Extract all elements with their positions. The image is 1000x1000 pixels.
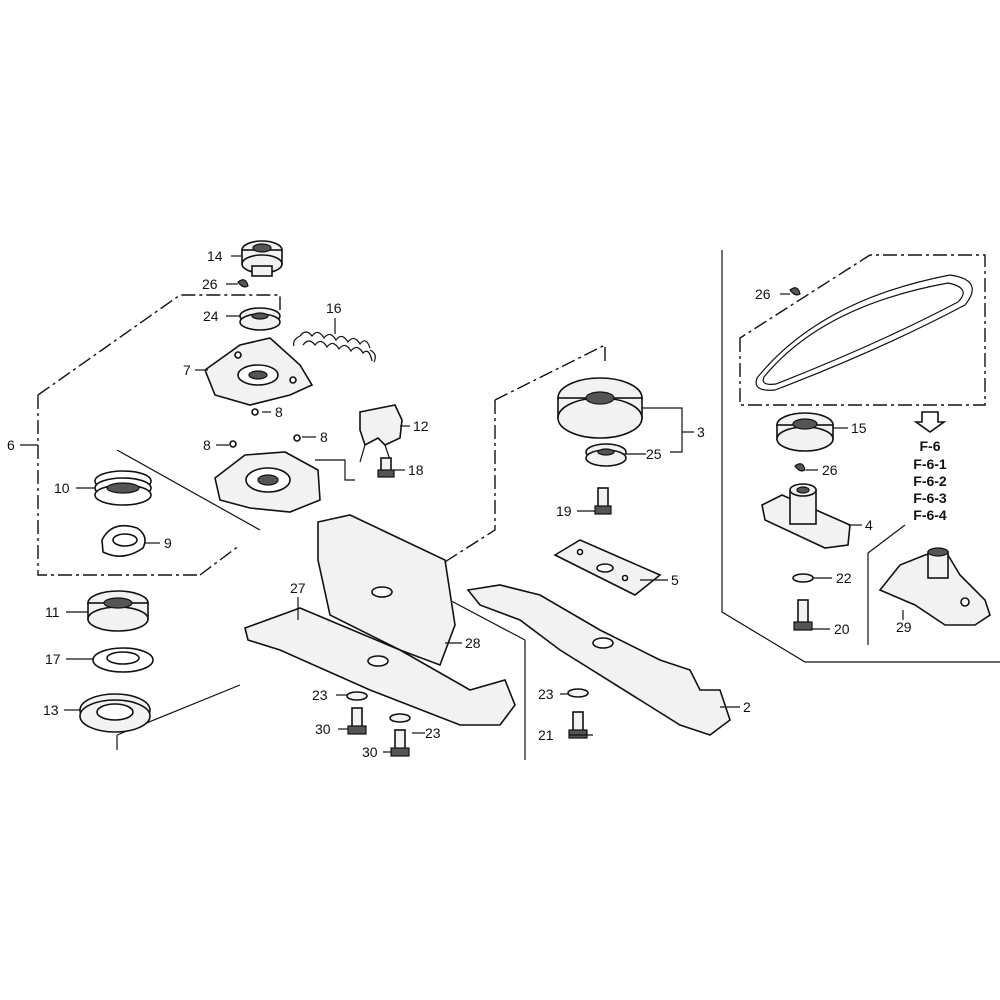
callout-17: 17 [45, 651, 61, 667]
part-18-bolt [377, 457, 395, 478]
callout-30-b: 30 [362, 744, 378, 760]
part-23-21-hardware-center [567, 688, 589, 739]
callout-26-b: 26 [755, 286, 771, 302]
part-16-spring [293, 331, 376, 363]
callout-23-b: 23 [425, 725, 441, 741]
callout-10: 10 [54, 480, 70, 496]
part-25-bearing [585, 443, 627, 467]
callout-8-b: 8 [203, 437, 211, 453]
part-15-pulley [776, 412, 834, 452]
callout-24: 24 [203, 308, 219, 324]
part-19-bolt [594, 487, 612, 515]
callout-3: 3 [697, 424, 705, 440]
callout-19: 19 [556, 503, 572, 519]
callouts: 14 26 24 16 7 8 8 8 6 10 9 11 17 13 12 1… [7, 248, 912, 760]
group-outline-right [721, 250, 1000, 663]
part-26-key-c [794, 463, 806, 472]
part-26-key-b [789, 287, 801, 296]
part-22-20-hardware [792, 573, 814, 631]
callout-23-c: 23 [538, 686, 554, 702]
part-29-adapter-plate [878, 547, 991, 626]
callout-12: 12 [413, 418, 429, 434]
part-23-30-hardware-left [346, 691, 411, 757]
callout-29: 29 [896, 619, 912, 635]
part-5-plate [553, 539, 662, 596]
callout-22: 22 [836, 570, 852, 586]
part-11-hub [87, 590, 149, 632]
leader-lines [20, 255, 904, 753]
part-24-bearing [239, 307, 281, 331]
part-7-plate [204, 337, 314, 406]
part-8-washer-b [229, 440, 237, 448]
callout-4: 4 [865, 517, 873, 533]
callout-15: 15 [851, 420, 867, 436]
callout-30-a: 30 [315, 721, 331, 737]
callout-9: 9 [164, 535, 172, 551]
callout-5: 5 [671, 572, 679, 588]
reference-f-6-3: F-6-3 [913, 490, 947, 506]
callout-18: 18 [408, 462, 424, 478]
reference-codes: F-6 F-6-1 F-6-2 F-6-3 F-6-4 [913, 438, 947, 523]
part-10-coil [94, 470, 152, 506]
reference-f-6-1: F-6-1 [913, 456, 947, 472]
part-26-key-a [237, 279, 249, 288]
part-2-blade [466, 584, 731, 736]
callout-2: 2 [743, 699, 751, 715]
part-14-pulley [241, 240, 283, 277]
part-12-bracket [359, 404, 403, 463]
reference-f-6-2: F-6-2 [913, 473, 947, 489]
callout-26-a: 26 [202, 276, 218, 292]
callout-6: 6 [7, 437, 15, 453]
callout-8-a: 8 [275, 404, 283, 420]
group-outline-left [37, 294, 281, 576]
part-13-nut [79, 693, 151, 733]
part-8-washer-c [293, 434, 301, 442]
callout-28: 28 [465, 635, 481, 651]
callout-7: 7 [183, 362, 191, 378]
callout-16: 16 [326, 300, 342, 316]
callout-8-c: 8 [320, 429, 328, 445]
callout-14: 14 [207, 248, 223, 264]
part-3-hub [557, 377, 643, 439]
reference-arrow [913, 411, 947, 433]
part-27-blade [244, 607, 516, 726]
callout-27: 27 [290, 580, 306, 596]
callout-26-c: 26 [822, 462, 838, 478]
group-outline-center [439, 343, 606, 566]
callout-20: 20 [834, 621, 850, 637]
reference-f-6-4: F-6-4 [913, 507, 947, 523]
callout-23-a: 23 [312, 687, 328, 703]
callout-11: 11 [45, 604, 60, 620]
belt [755, 274, 973, 391]
callout-21: 21 [538, 727, 554, 743]
callout-25: 25 [646, 446, 662, 462]
reference-f-6: F-6 [920, 438, 941, 454]
part-9-clip [101, 524, 146, 557]
part-8-washer-a [251, 408, 259, 416]
callout-13: 13 [43, 702, 59, 718]
part-28-blade [317, 514, 456, 667]
part-mount-plate [214, 451, 321, 513]
part-4-adapter [761, 483, 851, 549]
part-17-lockwasher [92, 647, 154, 673]
